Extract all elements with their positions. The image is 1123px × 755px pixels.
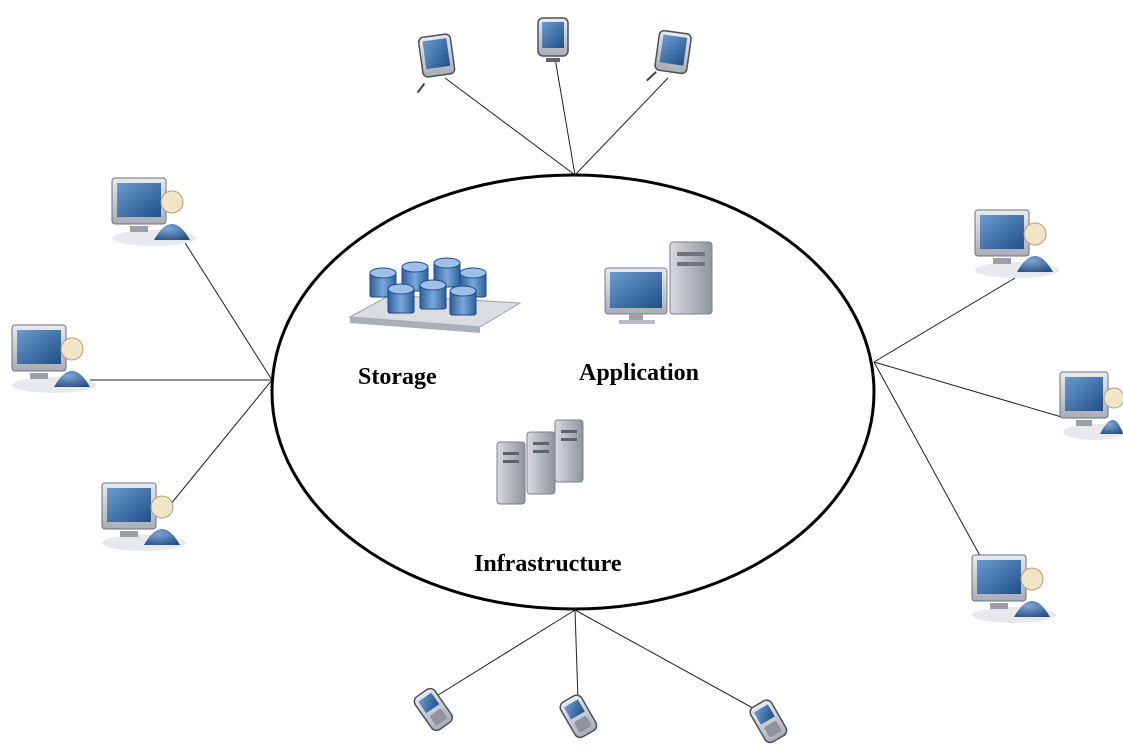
storage-icon — [348, 257, 522, 333]
tablet-client-1 — [416, 33, 456, 94]
cloud-boundary — [270, 173, 876, 611]
infrastructure-label: Infrastructure — [474, 551, 622, 577]
mobile-phone-client-3 — [749, 699, 788, 744]
storage-label: Storage — [358, 364, 437, 390]
tablet-client-3 — [646, 29, 692, 82]
user-workstation-right-3 — [971, 554, 1056, 623]
mobile-phone-client-1 — [413, 687, 453, 732]
connection-lines — [90, 57, 1066, 713]
user-workstation-left-1 — [111, 177, 196, 246]
application-icon — [604, 241, 713, 324]
application-label: Application — [579, 360, 700, 386]
user-workstation-right-1 — [974, 209, 1059, 278]
tablet-client-2 — [537, 17, 569, 62]
user-workstation-left-3 — [101, 482, 186, 551]
user-workstation-left-2 — [11, 324, 96, 393]
user-workstation-right-2 — [1059, 371, 1123, 440]
mobile-phone-client-2 — [559, 694, 598, 739]
infrastructure-icon — [496, 419, 584, 505]
